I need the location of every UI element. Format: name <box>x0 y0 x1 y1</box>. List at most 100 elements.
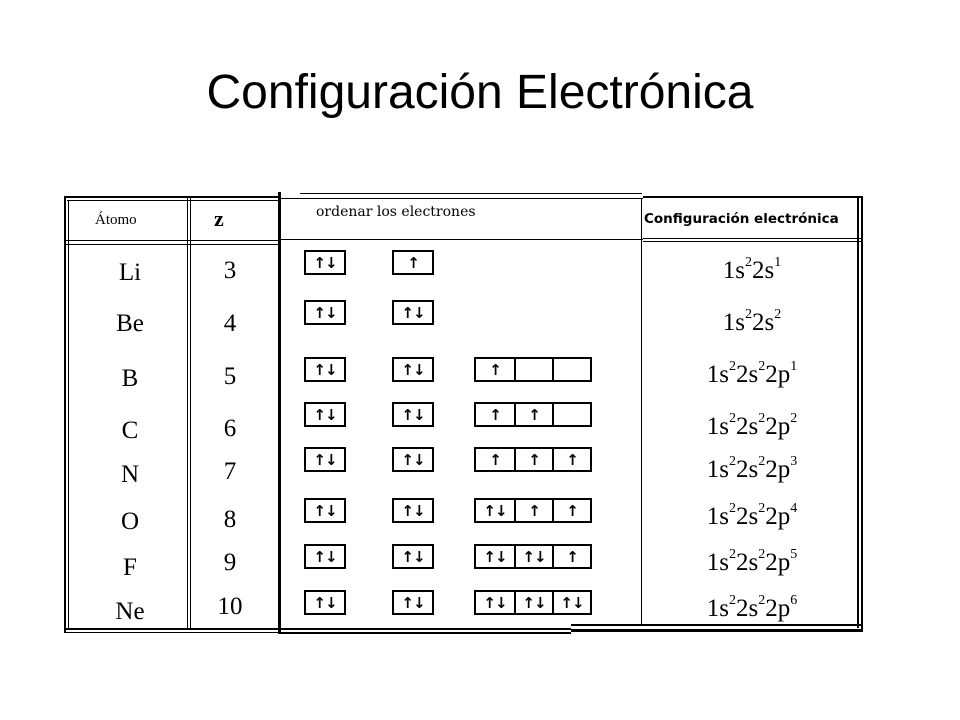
orbital-slot: ↑ <box>514 449 552 470</box>
table-border <box>64 196 278 198</box>
orbital-slot: ↑ <box>552 449 590 470</box>
orbital-slot: ↑↓ <box>552 592 590 613</box>
header-z: z <box>214 206 224 231</box>
electron-count: 3 <box>790 454 798 469</box>
orbital-slot: ↑↓ <box>483 501 507 520</box>
electron-configuration: 1s22s22p2 <box>643 411 861 441</box>
electron-count: 2 <box>729 501 736 516</box>
orbital-label: 1s <box>722 257 745 284</box>
orbital-slot: ↑ <box>489 360 502 379</box>
atomic-number: 4 <box>223 310 237 337</box>
orbital-label: 1s <box>722 309 745 336</box>
orbital-label: 2s <box>752 309 775 336</box>
electron-count: 2 <box>745 255 752 270</box>
electron-count: 2 <box>729 547 736 562</box>
orbital-slot: ↑ <box>552 500 590 521</box>
atom-symbol: O <box>120 508 140 535</box>
header-atomo: Átomo <box>95 212 137 228</box>
orbital-slot: ↑↓ <box>401 405 425 424</box>
atom-symbol: Be <box>116 310 144 337</box>
electron-count: 5 <box>790 547 798 562</box>
atom-symbol: F <box>123 554 137 581</box>
electron-count: 2 <box>758 547 766 562</box>
p-orbital-box: ↑ <box>474 357 592 382</box>
electron-count: 2 <box>774 307 782 322</box>
electron-count: 2 <box>758 501 766 516</box>
atomic-number: 6 <box>223 415 237 442</box>
orbital-label: 1s <box>706 456 729 483</box>
orbital-slot: ↑ <box>407 253 420 272</box>
orbital-label: 2p <box>765 595 791 622</box>
orbital-label: 2p <box>765 549 791 576</box>
orbital-label: 2s <box>736 595 759 622</box>
table-border <box>281 198 643 199</box>
orbital-slot: ↑↓ <box>313 450 337 469</box>
electron-count: 1 <box>774 255 782 270</box>
electron-count: 2 <box>758 411 766 426</box>
electron-count: 2 <box>729 454 736 469</box>
table-border <box>64 632 278 633</box>
table-border <box>281 628 571 630</box>
orbital-label: 2p <box>765 413 791 440</box>
atom-symbol: B <box>121 365 139 392</box>
orbital-slot: ↑↓ <box>401 547 425 566</box>
electron-count: 2 <box>758 593 766 608</box>
electron-count: 2 <box>745 307 752 322</box>
electron-count: 1 <box>790 359 798 374</box>
orbital-slot: ↑ <box>514 500 552 521</box>
orbital-slot: ↑↓ <box>401 501 425 520</box>
orbital-slot: ↑↓ <box>483 593 507 612</box>
p-orbital-box: ↑↓↑↓↑↓ <box>474 590 592 615</box>
table-border <box>571 624 861 626</box>
table-border <box>190 198 191 630</box>
orbital-label: 2p <box>765 456 791 483</box>
orbital-label: 2s <box>736 413 759 440</box>
electron-configuration: 1s22s1 <box>643 255 861 285</box>
atom-symbol: C <box>121 417 139 444</box>
electron-configuration: 1s22s22p4 <box>643 501 861 531</box>
orbital-slot: ↑↓ <box>514 546 552 567</box>
table-border <box>278 192 281 634</box>
orbital-label: 2s <box>736 549 759 576</box>
table-border <box>643 238 861 239</box>
orbital-label: 1s <box>706 595 729 622</box>
table-border <box>281 632 571 634</box>
s-orbital-box: ↑↓ <box>392 498 434 523</box>
s-orbital-box: ↑↓ <box>304 300 346 325</box>
table-border <box>300 193 642 194</box>
electron-count: 4 <box>790 501 798 516</box>
atomic-number: 3 <box>223 257 237 284</box>
table-border <box>66 240 278 241</box>
table-border <box>64 196 66 632</box>
electron-count: 2 <box>758 454 766 469</box>
s-orbital-box: ↑↓ <box>304 590 346 615</box>
orbital-label: 2s <box>736 503 759 530</box>
orbital-slot: ↑↓ <box>483 547 507 566</box>
orbital-slot: ↑↓ <box>313 547 337 566</box>
table-border <box>571 629 863 632</box>
header-ordenar-electrones: ordenar los electrones <box>316 204 476 220</box>
orbital-slot: ↑↓ <box>313 360 337 379</box>
orbital-slot: ↑↓ <box>313 593 337 612</box>
s-orbital-box: ↑↓ <box>392 300 434 325</box>
orbital-slot: ↑↓ <box>313 405 337 424</box>
atom-symbol: Li <box>118 259 142 286</box>
orbital-slot <box>552 359 590 380</box>
electron-configuration: 1s22s22p1 <box>643 359 861 389</box>
orbital-slot <box>514 359 552 380</box>
slide-title: Configuración Electrónica <box>206 66 754 119</box>
orbital-label: 1s <box>706 413 729 440</box>
orbital-label: 2s <box>736 361 759 388</box>
atom-symbol: Ne <box>115 598 145 625</box>
atomic-number: 9 <box>223 549 237 576</box>
s-orbital-box: ↑↓ <box>304 447 346 472</box>
table-border <box>68 200 69 630</box>
orbital-slot: ↑↓ <box>514 592 552 613</box>
s-orbital-box: ↑↓ <box>392 357 434 382</box>
orbital-slot: ↑ <box>489 450 502 469</box>
electron-count: 2 <box>758 359 766 374</box>
electron-count: 2 <box>729 593 736 608</box>
atomic-number: 5 <box>223 363 237 390</box>
orbital-slot: ↑↓ <box>313 253 337 272</box>
p-orbital-box: ↑↓↑↓↑ <box>474 544 592 569</box>
